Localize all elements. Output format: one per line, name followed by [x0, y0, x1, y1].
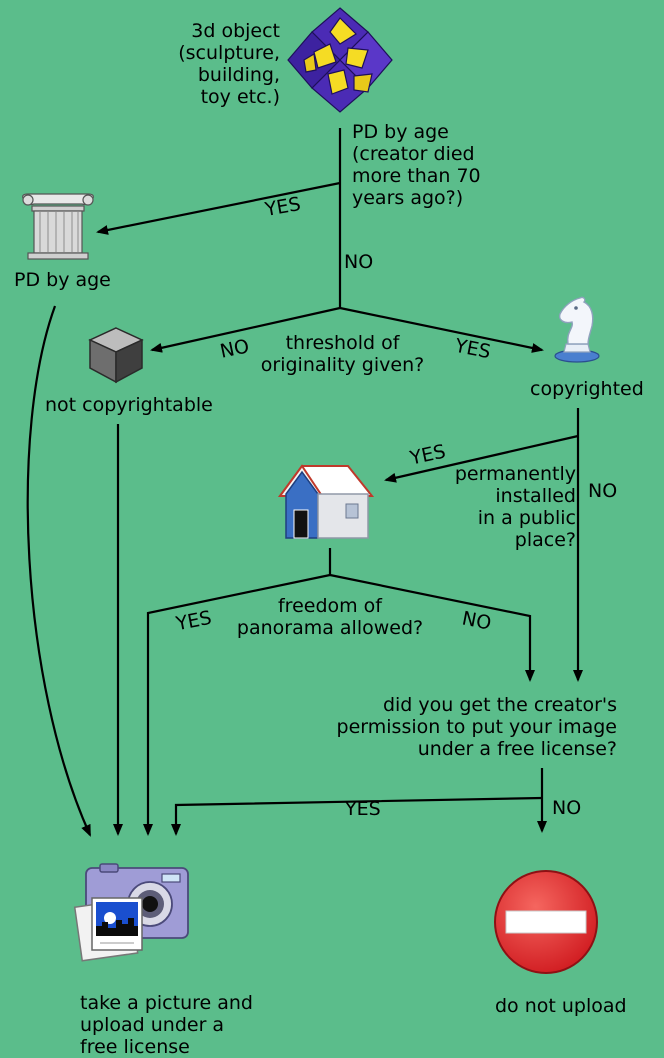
- node-installed-question: permanently installed in a public place?: [454, 463, 576, 551]
- column-icon: [22, 193, 94, 260]
- edge-permission-yes: [171, 796, 543, 836]
- edge-pd-yes: [96, 181, 341, 235]
- edge-fop-yes: [143, 573, 331, 836]
- edge-threshold-yes: [339, 306, 544, 353]
- node-3d-object: 3d object (sculpture, building, toy etc.…: [178, 20, 280, 108]
- edge-label-pd-no: NO: [344, 251, 374, 273]
- chess-knight-icon: [554, 296, 600, 363]
- stop-icon: [494, 870, 598, 974]
- edge-label-permission-yes: YES: [345, 798, 381, 820]
- house-icon: [278, 464, 375, 539]
- node-not-copyrightable: not copyrightable: [45, 394, 213, 416]
- node-copyrighted: copyrighted: [530, 378, 644, 400]
- crystal-icon: [287, 7, 393, 113]
- camera-icon: [73, 863, 189, 962]
- edge-label-installed-no: NO: [588, 480, 618, 502]
- edge-fop-no: [329, 573, 535, 682]
- node-pd-by-age-question: PD by age (creator died more than 70 yea…: [352, 121, 481, 209]
- node-do-not-upload: do not upload: [495, 995, 627, 1017]
- edge-threshold-no: [150, 306, 341, 353]
- edge-installed-yes: [384, 434, 579, 483]
- node-permission-question: did you get the creator's permission to …: [336, 694, 617, 760]
- edge-label-permission-no: NO: [552, 797, 582, 819]
- edge-pd-to-upload: [26, 305, 92, 837]
- node-fop-question: freedom of panorama allowed?: [236, 595, 424, 639]
- node-pd-by-age-result: PD by age: [14, 269, 111, 291]
- cube-icon: [88, 327, 144, 384]
- node-upload-result: take a picture and upload under a free l…: [80, 992, 253, 1058]
- node-threshold-question: threshold of originality given?: [260, 332, 425, 376]
